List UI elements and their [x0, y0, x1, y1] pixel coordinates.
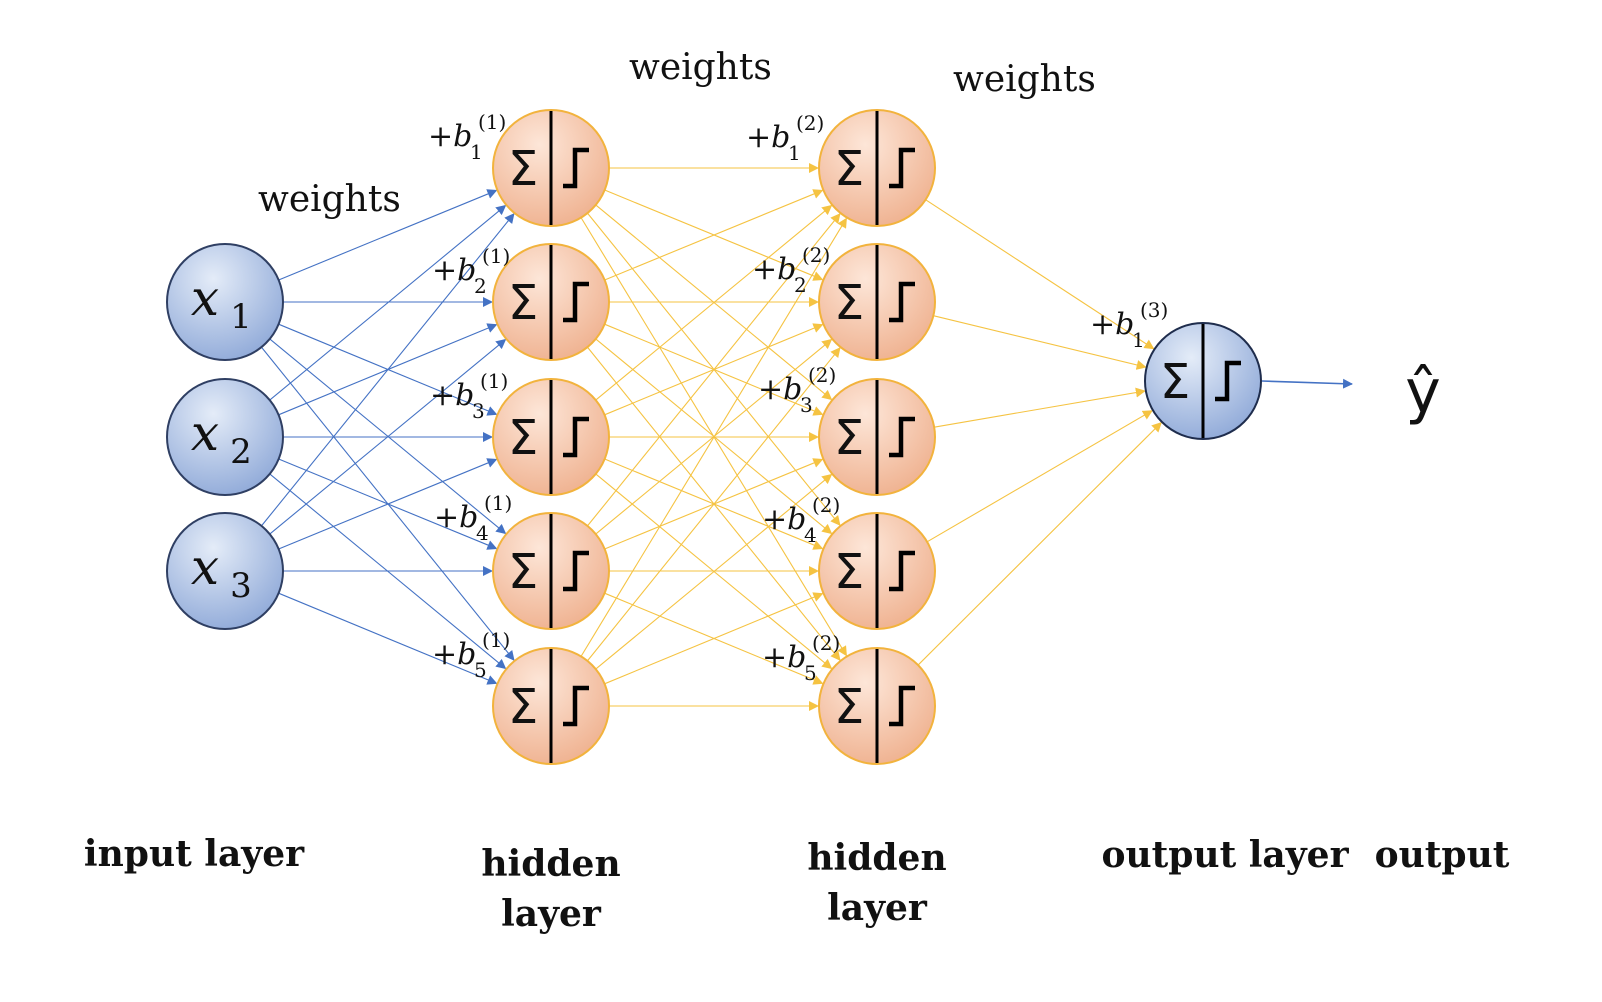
hidden-layer-2-label-line2: layer [827, 887, 928, 929]
hidden-layer-1-label-line2: layer [501, 893, 602, 935]
sum-symbol-icon: Σ [508, 679, 538, 735]
step-function-icon [889, 281, 915, 323]
bias-label-output-superscript: (3) [1140, 298, 1168, 322]
bias-label-hidden1-4: +b [434, 500, 478, 535]
bias-label-hidden2-3-subscript: 3 [800, 393, 813, 417]
edge-x3-h1n5 [278, 592, 498, 685]
bias-label-hidden1-3-subscript: 3 [472, 399, 485, 423]
connection-edges [260, 163, 1162, 711]
bias-label-hidden2-4: +b [762, 502, 806, 537]
step-function-icon [889, 685, 915, 727]
step-function-icon [563, 685, 589, 727]
step-function-icon [563, 147, 589, 189]
step-function-icon [1215, 360, 1241, 402]
bias-label-hidden2-5-superscript: (2) [812, 631, 840, 655]
input-node-x1 [166, 243, 284, 361]
bias-label-hidden1-2-subscript: 2 [474, 274, 487, 298]
input-subscript-2: 2 [230, 432, 252, 472]
edge-x3-h1n3 [278, 458, 498, 550]
edge-h2n3-out [934, 387, 1146, 428]
edge-h2n1-out [925, 199, 1155, 350]
bias-label-hidden2-3-superscript: (2) [808, 363, 836, 387]
bias-label-hidden2-1-superscript: (2) [796, 111, 824, 135]
bias-label-hidden2-1: +b [746, 120, 790, 155]
step-function-icon [563, 416, 589, 458]
bias-label-hidden2-4-subscript: 4 [804, 523, 817, 547]
edge-x3-h1n2 [269, 338, 507, 535]
edge-h1n2-h2n1 [604, 189, 824, 281]
edge-h2n5-out [917, 421, 1162, 666]
hidden-layer-2-label-line1: hidden [807, 837, 946, 879]
bias-label-hidden2-2-superscript: (2) [802, 243, 830, 267]
input-label-x2: x [191, 404, 219, 462]
weights-label-input-hidden1: weights [258, 179, 401, 220]
input-node-x3 [166, 512, 284, 630]
sum-symbol-icon: Σ [508, 544, 538, 600]
bias-label-hidden1-1: +b [428, 119, 472, 154]
bias-label-hidden1-1-superscript: (1) [478, 110, 506, 134]
step-function-icon [889, 550, 915, 592]
y-hat-symbol: ŷ [1405, 357, 1441, 427]
bias-label-hidden1-3-superscript: (1) [480, 369, 508, 393]
edge-h1n5-h2n1 [580, 217, 847, 657]
bias-label-hidden1-2-superscript: (1) [482, 244, 510, 268]
step-function-icon [889, 147, 915, 189]
output-label: output [1375, 834, 1510, 876]
edge-x3-h1n1 [261, 213, 515, 527]
step-function-icon [889, 416, 915, 458]
bias-label-hidden1-4-superscript: (1) [484, 491, 512, 515]
input-label-x3: x [191, 538, 219, 596]
input-subscript-3: 3 [230, 566, 252, 606]
bias-label-hidden1-5-subscript: 5 [474, 658, 487, 682]
weights-label-hidden2-output: weights [953, 59, 1096, 100]
sum-symbol-icon: Σ [834, 679, 864, 735]
edge-h1n5-h2n2 [586, 347, 841, 662]
edge-h1n3-h2n1 [595, 204, 833, 401]
edge-h2n2-out [933, 315, 1147, 370]
weights-label-hidden1-hidden2: weights [629, 47, 772, 88]
bias-label-hidden2-2: +b [752, 252, 796, 287]
input-node-x2 [166, 378, 284, 496]
input-subscript-1: 1 [230, 297, 252, 337]
bias-label-output: +b [1090, 307, 1134, 342]
bias-label-hidden2-1-subscript: 1 [788, 141, 801, 165]
bias-label-hidden1-4-subscript: 4 [476, 521, 489, 545]
edge-h1n4-h2n1 [587, 213, 841, 527]
output-layer-label: output layer [1101, 834, 1349, 876]
bias-label-hidden2-2-subscript: 2 [794, 273, 807, 297]
sum-symbol-icon: Σ [834, 544, 864, 600]
bias-label-hidden2-5: +b [762, 640, 806, 675]
sum-symbol-icon: Σ [508, 275, 538, 331]
bias-label-hidden1-5-superscript: (1) [482, 628, 510, 652]
hidden-layer-1-label-line1: hidden [481, 843, 620, 885]
sum-symbol-icon: Σ [834, 141, 864, 197]
bias-label-hidden1-2: +b [432, 253, 476, 288]
edge-x2-h1n1 [269, 204, 507, 401]
input-label-x1: x [191, 269, 219, 327]
sum-symbol-icon: Σ [834, 275, 864, 331]
input-layer-label: input layer [84, 833, 305, 875]
edge-h1n5-h2n4 [604, 592, 824, 685]
sum-symbol-icon: Σ [1160, 354, 1190, 410]
bias-label-output-subscript: 1 [1132, 328, 1145, 352]
bias-label-hidden2-3: +b [758, 372, 802, 407]
edge-h1n5-h2n3 [595, 473, 833, 670]
bias-label-hidden1-5: +b [432, 637, 476, 672]
bias-label-hidden1-1-subscript: 1 [470, 140, 483, 164]
sum-symbol-icon: Σ [834, 410, 864, 466]
bias-label-hidden2-4-superscript: (2) [812, 493, 840, 517]
bias-label-hidden1-3: +b [430, 378, 474, 413]
step-function-icon [563, 550, 589, 592]
step-function-icon [563, 281, 589, 323]
edge-x1-h1n1 [278, 189, 498, 281]
output-arrow [1261, 378, 1353, 389]
edge-h2n4-out [926, 410, 1153, 543]
sum-symbol-icon: Σ [508, 141, 538, 197]
bias-label-hidden2-5-subscript: 5 [804, 661, 817, 685]
sum-symbol-icon: Σ [508, 410, 538, 466]
